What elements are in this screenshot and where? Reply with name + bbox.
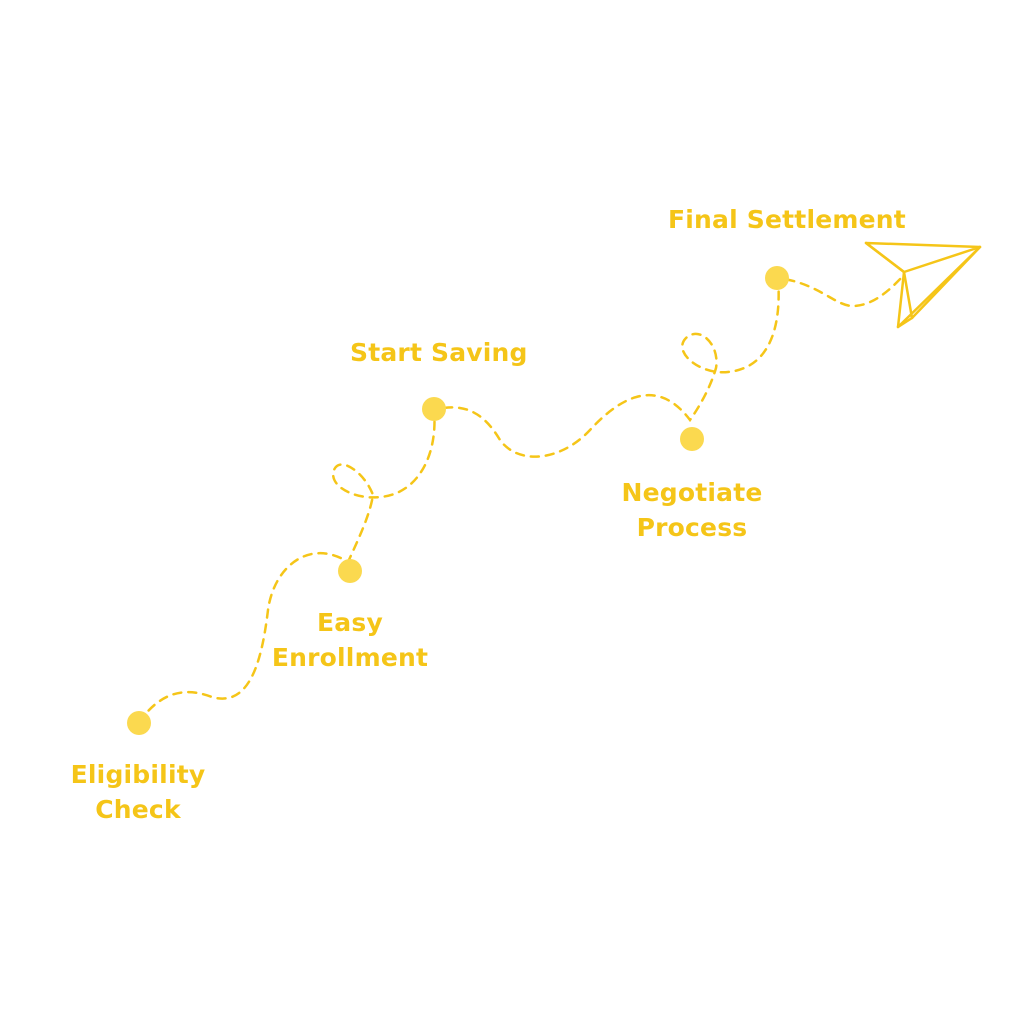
step-label-line: Negotiate [621, 478, 763, 507]
step-dot-saving [422, 397, 446, 421]
step-label-line: Check [95, 795, 181, 824]
step-label-line: Final Settlement [668, 205, 906, 234]
dashed-journey-path [137, 273, 906, 724]
step-label-enrollment: Easy Enrollment [270, 605, 430, 675]
step-dot-negotiate [680, 427, 704, 451]
step-label-line: Process [636, 513, 748, 542]
step-label-line: Easy [317, 608, 383, 637]
paper-plane-icon [864, 241, 982, 329]
step-label-line: Eligibility [70, 760, 206, 789]
step-label-saving: Start Saving [350, 335, 528, 370]
step-label-negotiate: Negotiate Process [612, 475, 772, 545]
step-label-eligibility: Eligibility Check [62, 757, 214, 827]
step-label-settlement: Final Settlement [668, 202, 906, 237]
step-dot-eligibility [127, 711, 151, 735]
step-label-line: Start Saving [350, 338, 528, 367]
step-label-line: Enrollment [271, 643, 429, 672]
step-dot-enrollment [338, 559, 362, 583]
step-dot-settlement [765, 266, 789, 290]
